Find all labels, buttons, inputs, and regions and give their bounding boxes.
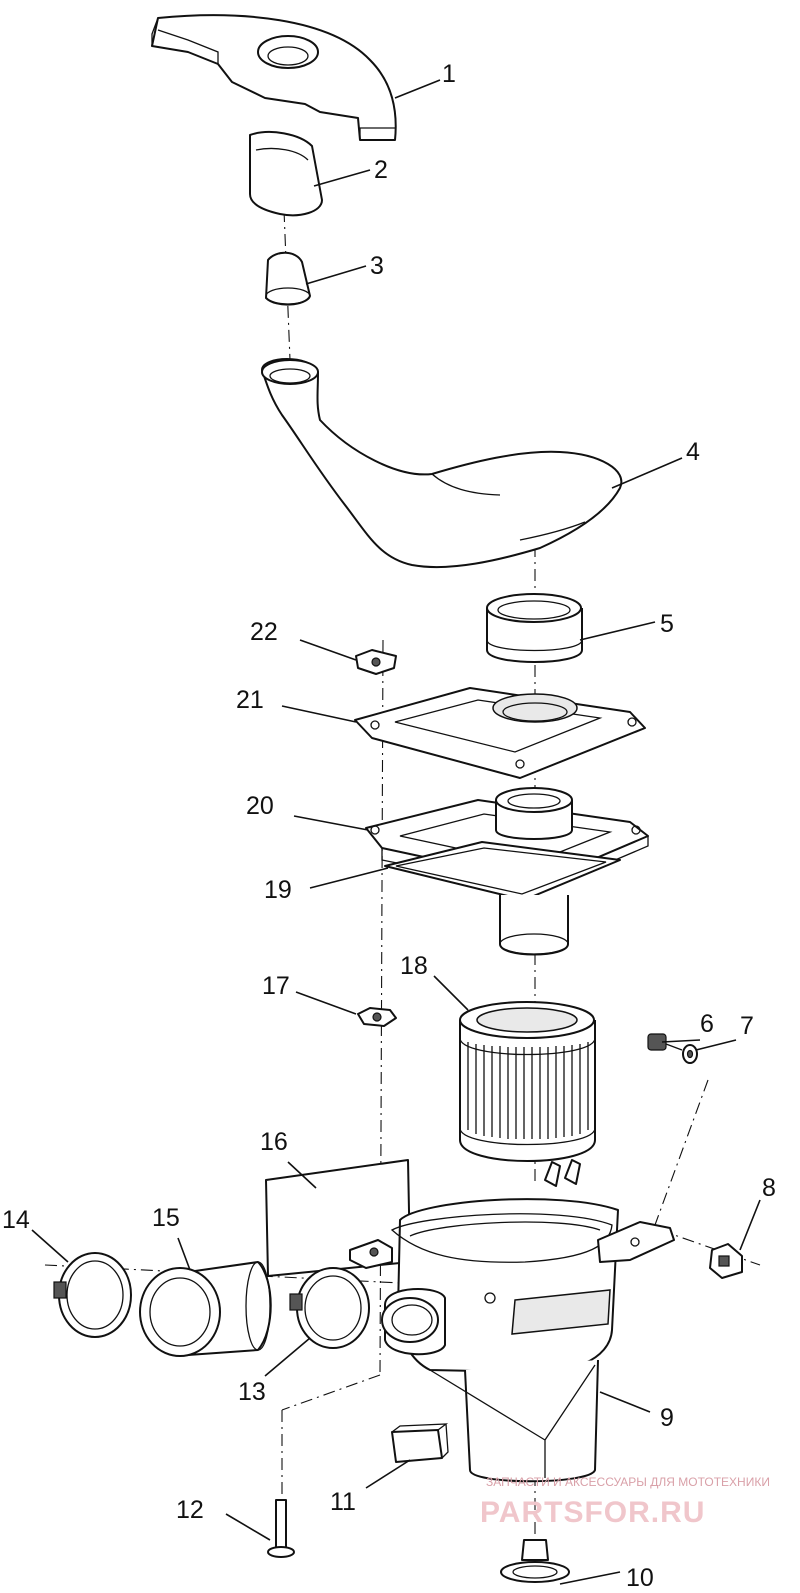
part-18-air-filter [459, 1001, 596, 1162]
part-2-intake-cover [249, 131, 323, 217]
leader-lines [31, 79, 761, 1585]
part-8-clip [709, 1243, 743, 1279]
callout-13: 13 [238, 1378, 266, 1406]
callout-labels: 1 2 3 4 5 22 21 20 19 17 18 6 7 8 16 14 … [2, 60, 776, 1592]
callout-10: 10 [626, 1564, 654, 1592]
callout-22: 22 [250, 618, 278, 646]
part-19-gasket [384, 841, 621, 956]
callout-18: 18 [400, 952, 428, 980]
part-21-cover-plate [354, 687, 646, 779]
part-10-drain-valve [500, 1539, 570, 1583]
watermark-tagline: ЗАПЧАСТИ И АКСЕССУАРЫ ДЛЯ МОТОТЕХНИКИ [486, 1475, 770, 1489]
part-12-screw [267, 1499, 295, 1558]
part-22-clip-nut [355, 649, 397, 675]
callout-12: 12 [176, 1496, 204, 1524]
callout-6: 6 [700, 1010, 714, 1038]
part-13-hose-clamp [289, 1267, 370, 1349]
part-3-boot [265, 251, 311, 306]
callout-17: 17 [262, 972, 290, 1000]
callout-16: 16 [260, 1128, 288, 1156]
callout-15: 15 [152, 1204, 180, 1232]
part-17-nut [357, 1007, 397, 1027]
callout-14: 14 [2, 1206, 30, 1234]
callout-19: 19 [264, 876, 292, 904]
part-4-intake-duct [261, 358, 623, 569]
callout-4: 4 [686, 438, 700, 466]
callout-9: 9 [660, 1404, 674, 1432]
callout-3: 3 [370, 252, 384, 280]
callout-8: 8 [762, 1174, 776, 1202]
part-1-airbox-cover [151, 14, 397, 141]
part-11-foam-block [391, 1423, 449, 1463]
part-14-hose-clamp [53, 1252, 132, 1338]
callout-7: 7 [740, 1012, 754, 1040]
part-7-washer [682, 1044, 698, 1064]
part-9-airbox-housing [349, 1159, 675, 1483]
part-15-intake-tube [139, 1261, 272, 1357]
callout-11: 11 [330, 1488, 356, 1516]
watermark: ЗАПЧАСТИ И АКСЕССУАРЫ ДЛЯ МОТОТЕХНИКИ PA… [480, 1475, 770, 1529]
callout-2: 2 [374, 156, 388, 184]
part-5-coupler [486, 593, 583, 663]
callout-21: 21 [236, 686, 264, 714]
callout-1: 1 [442, 60, 456, 88]
callout-5: 5 [660, 610, 674, 638]
watermark-brand: PARTSFOR.RU [480, 1496, 705, 1529]
callout-20: 20 [246, 792, 274, 820]
